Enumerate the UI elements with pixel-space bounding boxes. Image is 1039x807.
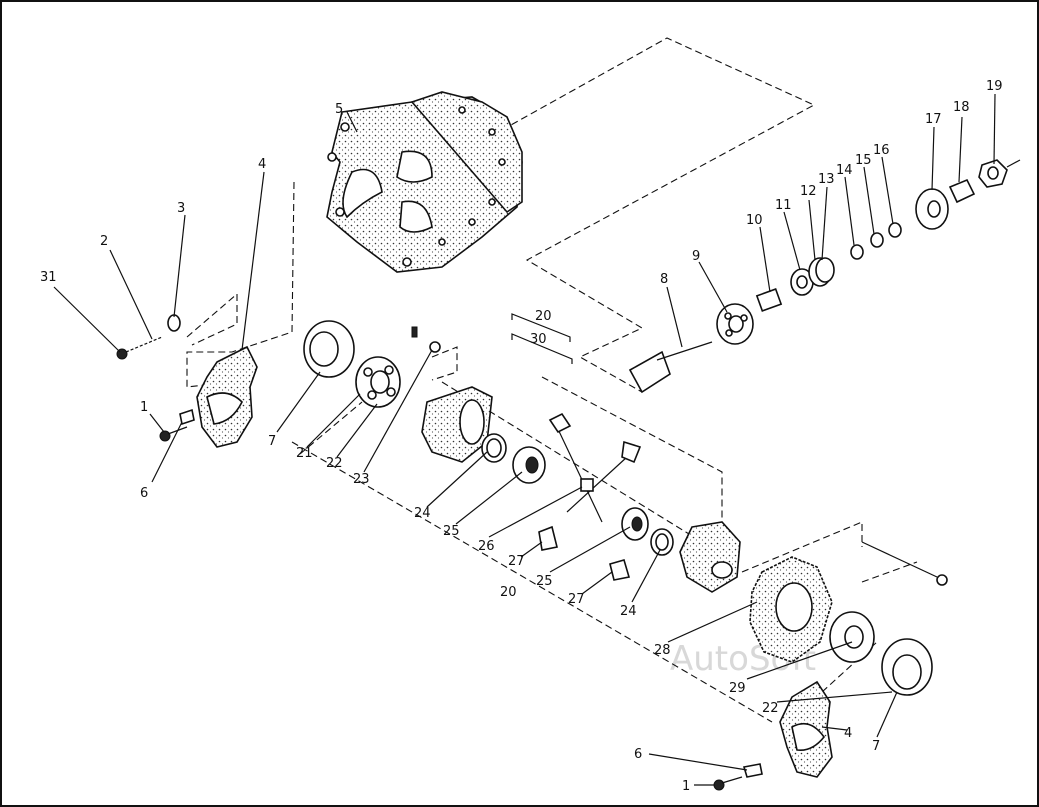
label-6-right: 6 xyxy=(634,747,642,762)
label-7-right: 7 xyxy=(872,739,880,754)
shim-14 xyxy=(850,244,864,260)
left-bearing-cap xyxy=(196,345,258,448)
shim-15 xyxy=(870,232,884,248)
long-bolt xyxy=(861,541,948,586)
collapsible-spacer xyxy=(755,288,783,312)
label-12: 12 xyxy=(800,184,817,199)
label-7-left: 7 xyxy=(268,434,276,449)
label-31: 31 xyxy=(40,270,57,285)
differential-case-right xyxy=(679,521,741,593)
label-26: 26 xyxy=(478,539,495,554)
label-11: 11 xyxy=(775,198,792,213)
left-adjuster-screw xyxy=(116,314,181,360)
leader-lines xyxy=(53,93,996,786)
label-13: 13 xyxy=(818,172,835,187)
label-16: 16 xyxy=(873,143,890,158)
group-brackets xyxy=(511,313,573,364)
label-29: 29 xyxy=(729,681,746,696)
shim-16 xyxy=(888,222,902,238)
label-6-left: 6 xyxy=(140,486,148,501)
label-30: 30 xyxy=(530,332,547,347)
left-roller-bearing xyxy=(355,356,401,408)
ring-gear xyxy=(749,556,833,663)
label-19: 19 xyxy=(986,79,1003,94)
right-bearing-cap xyxy=(779,680,833,778)
label-1-left: 1 xyxy=(140,400,148,415)
label-4-right: 4 xyxy=(844,726,852,741)
pinion-gear-top xyxy=(548,412,572,434)
label-10: 10 xyxy=(746,213,763,228)
left-bearing-cup xyxy=(303,320,355,378)
right-roller-bearing xyxy=(829,611,875,663)
side-gear-left xyxy=(512,446,546,484)
label-21: 21 xyxy=(296,446,313,461)
label-1-right: 1 xyxy=(682,779,690,794)
differential-housing xyxy=(326,91,523,273)
thrust-washer-left xyxy=(481,433,507,463)
pinion-nut xyxy=(978,159,1021,188)
label-25-right: 25 xyxy=(536,574,553,589)
label-28: 28 xyxy=(654,643,671,658)
differential-case-left xyxy=(421,386,493,463)
left-pin xyxy=(411,326,441,353)
side-gear-right xyxy=(621,507,649,541)
label-4-left: 4 xyxy=(258,157,266,172)
label-14: 14 xyxy=(836,163,853,178)
label-24-left: 24 xyxy=(414,506,431,521)
label-18: 18 xyxy=(953,100,970,115)
right-lock-plate xyxy=(742,763,763,778)
label-8: 8 xyxy=(660,272,668,287)
pinion-inner-bearing xyxy=(716,303,754,345)
part-labels: 31 2 3 4 5 1 6 7 21 22 23 24 25 26 27 20… xyxy=(40,79,1003,794)
label-23: 23 xyxy=(353,472,370,487)
pinion-gear-bottom xyxy=(609,559,631,581)
label-22-right: 22 xyxy=(762,701,779,716)
label-22-left: 22 xyxy=(326,456,343,471)
label-5: 5 xyxy=(335,102,343,117)
left-cap-bolt xyxy=(159,426,188,442)
pinion-outer-bearing xyxy=(915,188,949,230)
label-20-bottom: 20 xyxy=(500,585,517,600)
label-27-right: 27 xyxy=(568,592,585,607)
spider-cross xyxy=(556,426,628,523)
right-bearing-cup xyxy=(881,638,933,696)
label-20-top: 20 xyxy=(535,309,552,324)
label-27-left: 27 xyxy=(508,554,525,569)
pinion-gear-left xyxy=(538,525,558,551)
right-cap-bolt xyxy=(713,776,743,791)
drive-pinion xyxy=(628,341,713,394)
label-15: 15 xyxy=(855,153,872,168)
outer-bearing-race xyxy=(808,257,835,287)
label-25-left: 25 xyxy=(443,524,460,539)
thrust-washer-right xyxy=(650,528,674,556)
pinion-flange-plate xyxy=(948,178,976,204)
label-3: 3 xyxy=(177,201,185,216)
label-24-right: 24 xyxy=(620,604,637,619)
left-lock-plate xyxy=(179,408,195,426)
label-2: 2 xyxy=(100,234,108,249)
label-9: 9 xyxy=(692,249,700,264)
label-17: 17 xyxy=(925,112,942,127)
pinion-gear-right xyxy=(621,440,642,464)
